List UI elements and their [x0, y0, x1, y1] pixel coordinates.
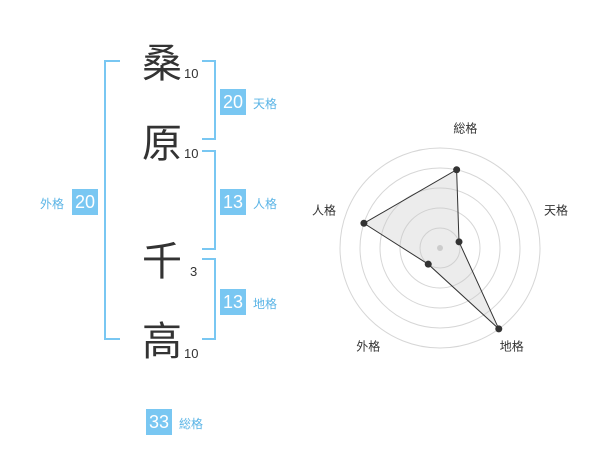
name-char-3: 千 [142, 239, 182, 285]
chikaku-badge: 13 [220, 289, 246, 315]
radar-ring-3 [379, 187, 501, 309]
stroke-count-2: 10 [184, 146, 199, 161]
soukaku-badge: 33 [146, 409, 172, 435]
radar-axis-label-1: 総格 [453, 121, 477, 136]
radar-point-3 [495, 325, 503, 333]
radar-area [362, 168, 500, 330]
jinkaku-bracket [202, 150, 216, 250]
chikaku-bracket [202, 258, 216, 340]
radar-axis-label-4: 外格 [356, 339, 380, 354]
radar-ring-1 [419, 227, 461, 269]
gaikaku-badge: 20 [72, 189, 98, 215]
stroke-count-4: 10 [184, 346, 199, 361]
radar-ring-5 [339, 147, 541, 349]
radar-ring-2 [399, 207, 481, 289]
radar-center-dot [437, 245, 443, 251]
name-char-1: 桑 [142, 41, 182, 87]
radar-ring-4 [359, 167, 521, 329]
stroke-count-1: 10 [184, 66, 199, 81]
radar-axis-label-2: 天格 [544, 202, 568, 217]
radar-axis-label-5: 人格 [312, 202, 336, 217]
gaikaku-bracket [104, 60, 120, 340]
radar-point-4 [424, 260, 432, 268]
name-char-4: 高 [142, 319, 182, 365]
radar-point-2 [455, 238, 463, 246]
soukaku-label: 総格 [179, 417, 204, 431]
name-char-2: 原 [142, 121, 182, 167]
tenkaku-badge: 20 [220, 89, 246, 115]
chikaku-label: 地格 [253, 297, 278, 311]
tenkaku-label: 天格 [253, 97, 278, 111]
tenkaku-bracket [202, 60, 216, 140]
radar-point-1 [453, 166, 461, 174]
stroke-count-3: 3 [190, 264, 198, 279]
radar-axis-label-3: 地格 [500, 339, 524, 354]
jinkaku-badge: 13 [220, 189, 246, 215]
gaikaku-label: 外格 [40, 197, 65, 211]
jinkaku-label: 人格 [253, 197, 278, 211]
radar-point-5 [360, 219, 368, 227]
